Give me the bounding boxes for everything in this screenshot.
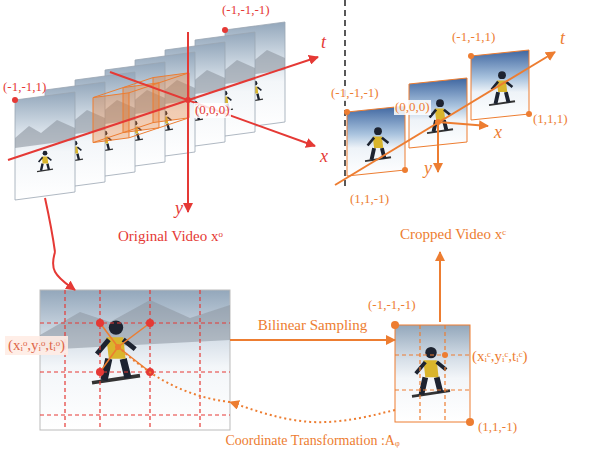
coordinate-label: (1,1,1) [533,112,568,127]
coordinate-label: (0,0,0) [194,103,231,118]
axis-label: x [320,146,328,167]
edge-label: Bilinear Sampling [256,317,370,334]
coordinate-label: (-1,-1,-1) [222,3,270,18]
edge-label: Coordinate Transformation :Aᵩ [223,433,401,449]
cropped-frame-zoom: (xᵢᶜ,yᵢᶜ,tᵢᶜ) [395,322,577,427]
node-label: Original Video xᵒ [118,228,223,245]
axis-label: y [424,158,432,179]
coordinate-label: (-1,-1,1) [452,30,495,45]
connector-arrow [230,402,395,422]
node-label: (xᵢᵒ,yᵢᵒ,tᵢᵒ) [5,336,68,355]
coordinate-label: (-1,-1,-1) [330,86,380,101]
axis-label: x [494,122,502,143]
coordinate-label: (-1,-1,1) [3,80,46,95]
original-video-panel: Original Video xᵒ [0,0,330,252]
node-label: (xᵢᶜ,yᵢᶜ,tᵢᶜ) [472,348,528,365]
coordinate-label: (-1,-1,-1) [368,298,416,313]
axis-label: y [175,198,183,219]
axis-label: t [321,32,326,53]
connector-arrow [439,252,441,322]
coordinate-label: (1,1,-1) [478,420,517,435]
coordinate-label: (1,1,-1) [350,192,389,207]
node-label: Cropped Video xᶜ [400,226,506,243]
coordinate-label: (0,0,0) [394,100,431,115]
connector-arrow [53,252,75,290]
original-frame-zoom: (xᵢᵒ,yᵢᵒ,tᵢᵒ) [5,290,230,432]
axis-label: t [560,28,565,49]
connector-arrow [230,339,395,341]
